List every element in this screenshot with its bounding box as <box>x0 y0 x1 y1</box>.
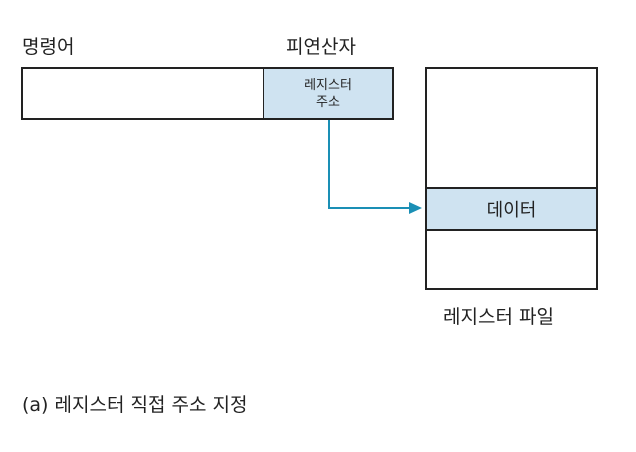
operand-field-line2: 주소 <box>316 94 340 110</box>
opcode-label: 명령어 <box>22 36 75 58</box>
operand-field-line1: 레지스터 <box>304 77 352 93</box>
data-register-row: 데이터 <box>427 187 596 231</box>
opcode-field <box>21 67 265 120</box>
arrow-head-icon <box>409 202 422 214</box>
data-label: 데이터 <box>486 200 537 221</box>
figure-caption: (a) 레지스터 직접 주소 지정 <box>22 394 248 416</box>
arrow-line <box>328 120 411 209</box>
register-file-caption: 레지스터 파일 <box>443 306 554 328</box>
register-file: 데이터 <box>425 67 598 290</box>
operand-label: 피연산자 <box>286 36 356 58</box>
operand-field: 레지스터 주소 <box>264 67 394 120</box>
